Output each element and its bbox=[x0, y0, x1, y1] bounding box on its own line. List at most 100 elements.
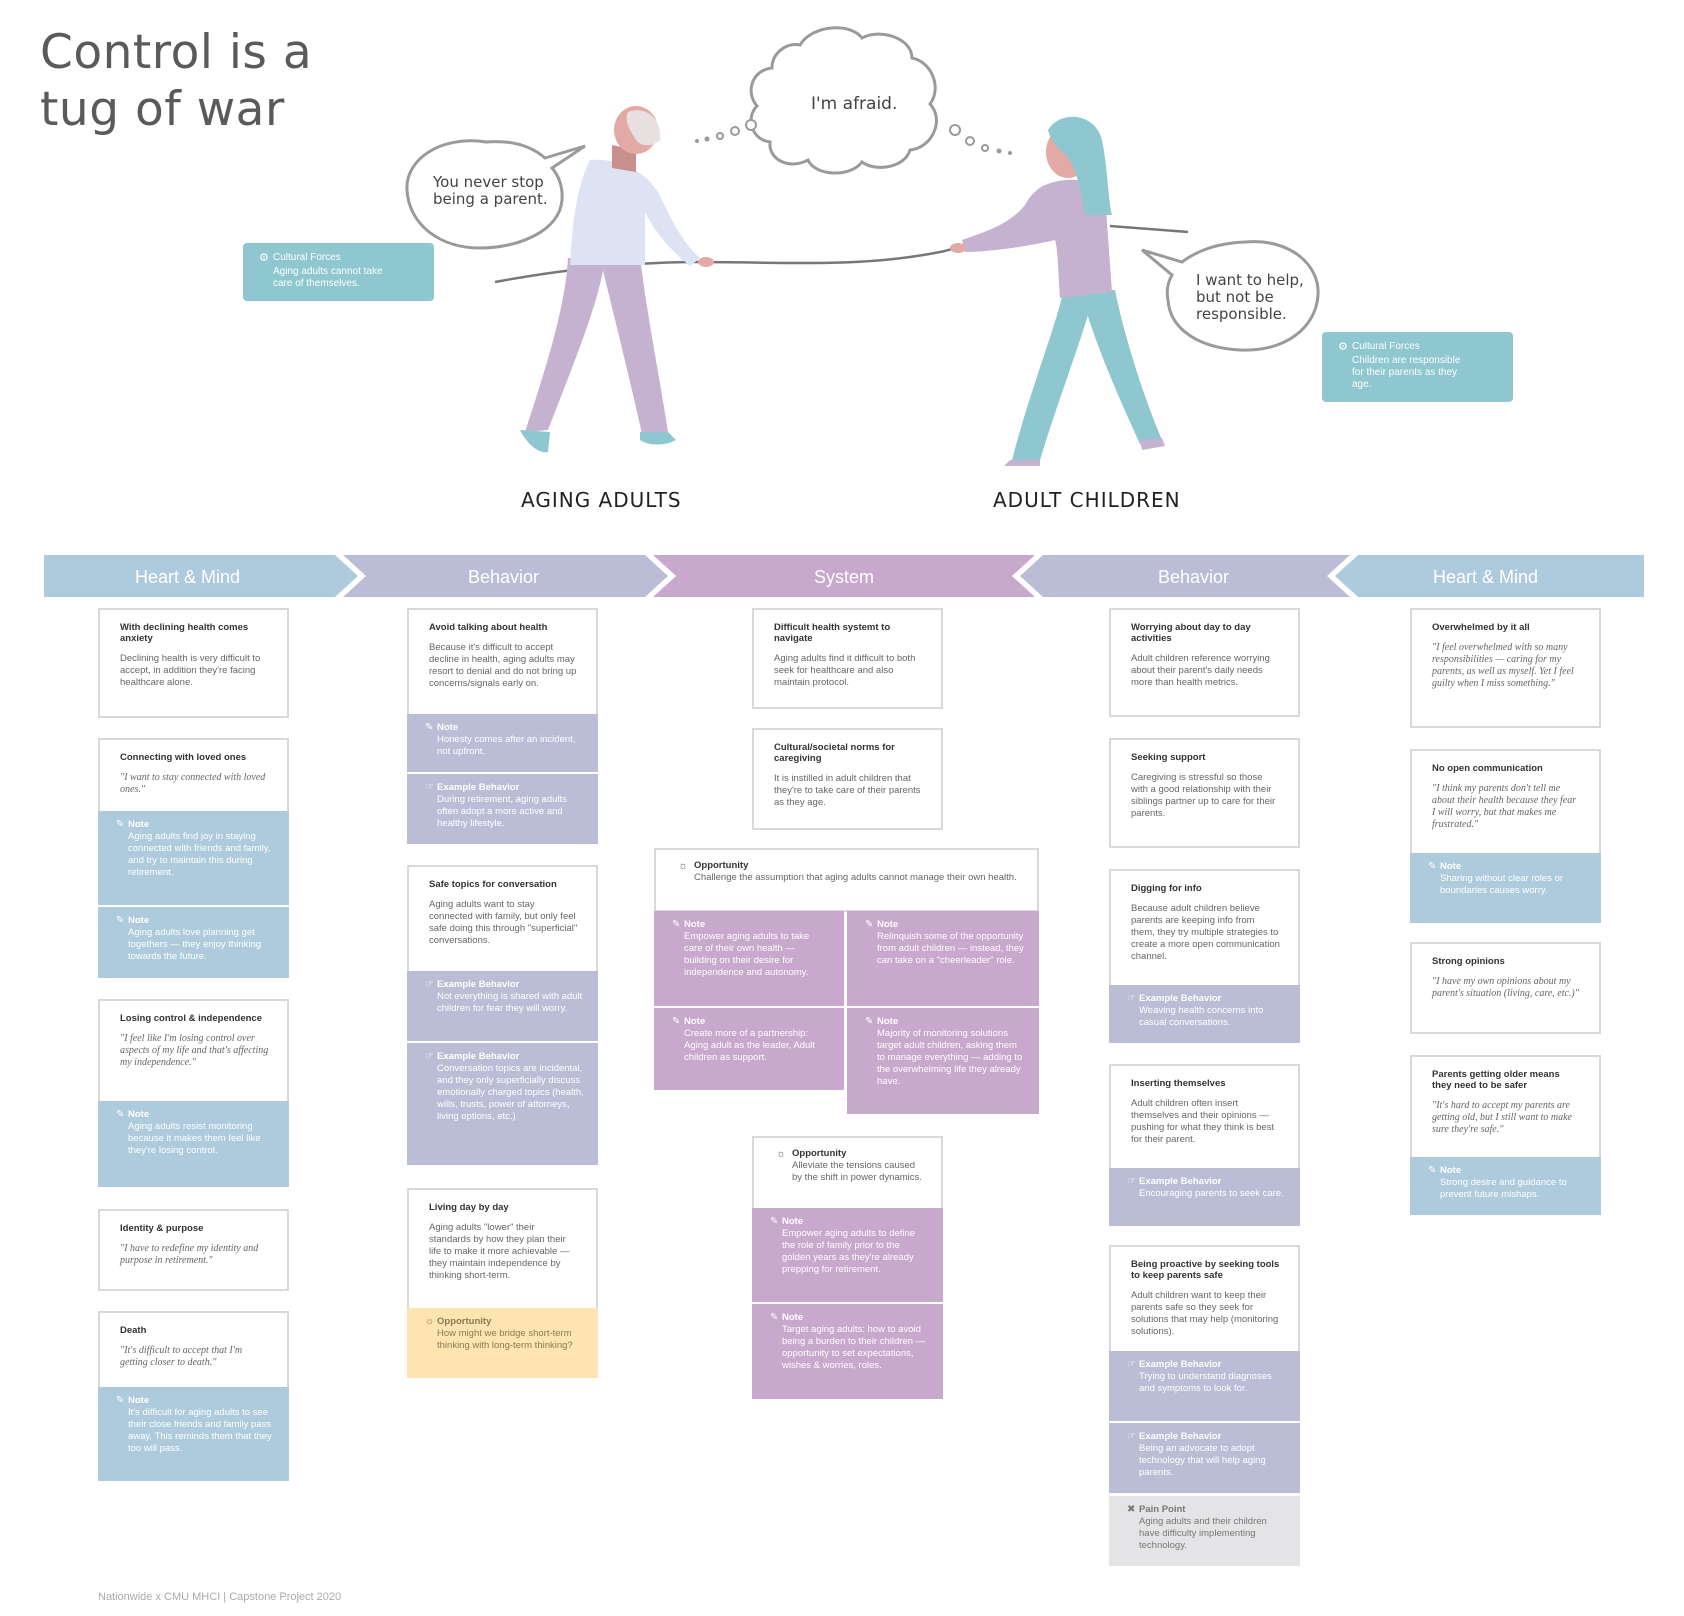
example-behavior-text: Trying to understand diagnoses and sympt… bbox=[1139, 1371, 1272, 1394]
banner-label: Heart & Mind bbox=[1433, 567, 1539, 587]
role-label-aging-adults: AGING ADULTS bbox=[521, 488, 682, 512]
card-title: With declining health comes anxiety bbox=[120, 622, 249, 644]
example-behavior-icon: ☞ bbox=[425, 782, 434, 793]
lightbulb-icon: ☼ bbox=[678, 860, 689, 872]
opportunity-card: ☼ Opportunity Alleviate the tensions cau… bbox=[752, 1136, 943, 1210]
note-text: Create more of a partnership: Aging adul… bbox=[684, 1028, 815, 1063]
card-title: Death bbox=[120, 1325, 147, 1336]
note-box: ✎ Note Target aging adults: how to avoid… bbox=[752, 1304, 943, 1399]
card-title: Living day by day bbox=[429, 1202, 509, 1213]
bubble-line: You never stop bbox=[433, 173, 544, 191]
card-quote: "I think my parents don't tell me about … bbox=[1432, 783, 1577, 830]
insight-card: Overwhelmed by it all "I feel overwhelme… bbox=[1410, 608, 1601, 728]
card-title: Overwhelmed by it all bbox=[1432, 622, 1530, 633]
note-box: ✎ Note Sharing without clear roles or bo… bbox=[1410, 853, 1601, 923]
card-title: Difficult health systemt to navigate bbox=[774, 622, 891, 644]
note-text: Strong desire and guidance to prevent fu… bbox=[1440, 1177, 1567, 1200]
bubble-line: responsible. bbox=[1196, 305, 1287, 323]
banner-segment-heart-mind-left bbox=[44, 555, 358, 597]
card-title: Inserting themselves bbox=[1131, 1078, 1226, 1089]
note-label: Note bbox=[1440, 1165, 1462, 1176]
note-box: ✎ Note Empower aging adults to define th… bbox=[752, 1208, 943, 1302]
note-box: ✎ Note Aging adults find joy in staying … bbox=[98, 811, 289, 905]
card-body: Adult children often insert themselves a… bbox=[1131, 1098, 1275, 1145]
note-icon: ✎ bbox=[1428, 861, 1437, 872]
insight-card: Inserting themselves Adult children ofte… bbox=[1109, 1064, 1300, 1170]
note-label: Note bbox=[684, 1016, 706, 1027]
cultural-forces-right: ⚙ Cultural Forces Children are responsib… bbox=[1322, 332, 1513, 402]
banner-label: System bbox=[814, 567, 875, 587]
example-behavior-box: ☞ Example Behavior Not everything is sha… bbox=[407, 971, 598, 1041]
example-behavior-text: Weaving health concerns into casual conv… bbox=[1139, 1005, 1264, 1028]
example-behavior-icon: ☞ bbox=[1127, 1431, 1136, 1442]
card-body: Because it's difficult to accept decline… bbox=[429, 642, 577, 689]
insight-card: Connecting with loved ones "I want to st… bbox=[98, 738, 289, 821]
note-icon: ✎ bbox=[116, 1109, 125, 1120]
card-quote: "I have to redefine my identity and purp… bbox=[120, 1243, 259, 1266]
opportunity-text: Alleviate the tensions caused by the shi… bbox=[792, 1160, 922, 1183]
example-behavior-label: Example Behavior bbox=[1139, 1359, 1222, 1370]
thought-cloud-text: I'm afraid. bbox=[811, 94, 898, 114]
thought-dot bbox=[730, 126, 740, 136]
thought-dot bbox=[745, 119, 757, 131]
card-title: Safe topics for conversation bbox=[429, 879, 557, 890]
note-icon: ✎ bbox=[116, 819, 125, 830]
note-icon: ✎ bbox=[865, 919, 874, 930]
example-behavior-box: ☞ Example Behavior Encouraging parents t… bbox=[1109, 1168, 1300, 1226]
thought-dot bbox=[704, 136, 710, 142]
card-title: Strong opinions bbox=[1432, 956, 1505, 967]
thought-cloud bbox=[749, 26, 938, 175]
thought-dot bbox=[981, 144, 989, 152]
note-label: Note bbox=[128, 1109, 150, 1120]
speech-bubble-left-text: You never stop being a parent. bbox=[433, 174, 548, 208]
lightbulb-icon: ☼ bbox=[776, 1148, 787, 1160]
example-behavior-icon: ☞ bbox=[1127, 1176, 1136, 1187]
example-behavior-label: Example Behavior bbox=[1139, 1431, 1222, 1442]
example-behavior-box: ☞ Example Behavior Being an advocate to … bbox=[1109, 1423, 1300, 1493]
note-text: Aging adults resist monitoring because i… bbox=[128, 1121, 261, 1156]
note-text: Sharing without clear roles or boundarie… bbox=[1440, 873, 1564, 896]
thought-dot bbox=[965, 136, 975, 146]
pain-point-box: ✖ Pain Point Aging adults and their chil… bbox=[1109, 1496, 1300, 1566]
insight-card: Strong opinions "I have my own opinions … bbox=[1410, 942, 1601, 1034]
example-behavior-label: Example Behavior bbox=[1139, 1176, 1222, 1187]
insight-card: Death "It's difficult to accept that I'm… bbox=[98, 1311, 289, 1391]
bubble-line: I want to help, bbox=[1196, 271, 1304, 289]
note-box: ✎ Note Aging adults love planning get to… bbox=[98, 907, 289, 978]
card-title: Digging for info bbox=[1131, 883, 1202, 894]
note-text: Empower aging adults to define the role … bbox=[782, 1228, 916, 1275]
title-line-2: tug of war bbox=[40, 82, 285, 137]
banner-label: Heart & Mind bbox=[135, 567, 241, 587]
insight-card: Avoid talking about health Because it's … bbox=[407, 608, 598, 716]
note-label: Note bbox=[1440, 861, 1462, 872]
card-title: Parents getting older means they need to… bbox=[1432, 1069, 1560, 1091]
banner-segment-behavior-left bbox=[343, 555, 668, 597]
note-text: Majority of monitoring solutions target … bbox=[877, 1028, 1023, 1087]
cultural-forces-body: for their parents as they bbox=[1352, 367, 1458, 378]
banner-label: Behavior bbox=[1158, 567, 1230, 587]
note-text: Relinquish some of the opportunity from … bbox=[877, 931, 1024, 966]
card-title: Identity & purpose bbox=[120, 1223, 204, 1234]
note-text: Empower aging adults to take care of the… bbox=[684, 931, 810, 978]
example-behavior-icon: ☞ bbox=[425, 1051, 434, 1062]
note-label: Note bbox=[782, 1312, 804, 1323]
opportunity-text: How might we bridge short-term thinking … bbox=[437, 1328, 573, 1351]
note-text: Target aging adults: how to avoid being … bbox=[782, 1324, 926, 1371]
cultural-forces-body: Children are responsible bbox=[1352, 355, 1461, 366]
note-icon: ✎ bbox=[770, 1312, 779, 1323]
example-behavior-box: ☞ Example Behavior Trying to understand … bbox=[1109, 1351, 1300, 1421]
note-label: Note bbox=[782, 1216, 804, 1227]
opportunity-label: Opportunity bbox=[792, 1148, 847, 1159]
card-title: Cultural/societal norms for caregiving bbox=[774, 742, 895, 764]
insight-card: With declining health comes anxiety Decl… bbox=[98, 608, 289, 718]
note-icon: ✎ bbox=[1428, 1165, 1437, 1176]
note-icon: ✎ bbox=[672, 1016, 681, 1027]
note-text: Aging adults find joy in staying connect… bbox=[128, 831, 271, 878]
banner-label: Behavior bbox=[468, 567, 540, 587]
pain-point-label: Pain Point bbox=[1139, 1504, 1186, 1515]
banner-segment-system bbox=[653, 555, 1035, 597]
page-title: Control is a tug of war bbox=[40, 24, 312, 138]
note-box: ✎ Note Empower aging adults to take care… bbox=[654, 911, 844, 1006]
example-behavior-text: During retirement, aging adults often ad… bbox=[437, 794, 567, 829]
opportunity-text: Challenge the assumption that aging adul… bbox=[694, 872, 1017, 883]
